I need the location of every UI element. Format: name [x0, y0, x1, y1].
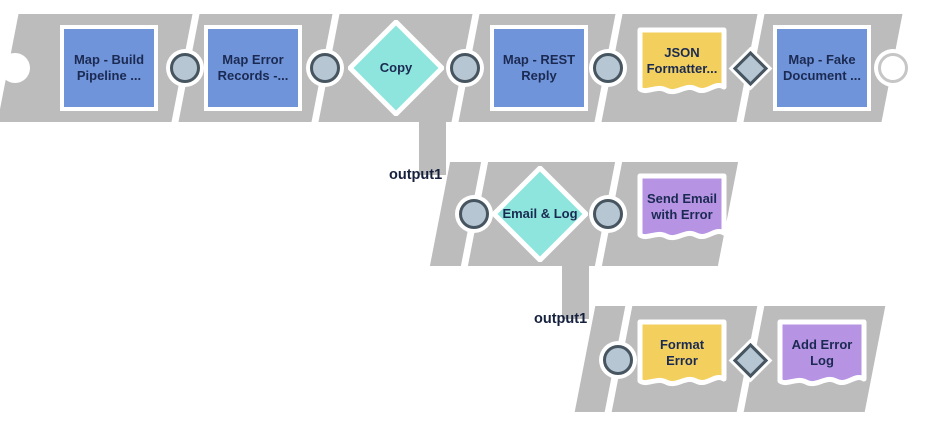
connector-port[interactable]: [170, 53, 200, 83]
snap-label: JSON Formatter...: [646, 44, 718, 76]
snap-map-rest-reply[interactable]: Map - REST Reply: [494, 29, 584, 107]
open-output-port[interactable]: [878, 53, 908, 83]
document-shape: [637, 319, 727, 387]
snap-map-error-records[interactable]: Map Error Records -...: [208, 29, 298, 107]
snap-label: Format Error: [659, 336, 705, 368]
document-shape: [637, 173, 727, 241]
connector-port[interactable]: [593, 199, 623, 229]
snap-label: Send Email with Error: [646, 190, 718, 222]
connector-port[interactable]: [310, 53, 340, 83]
connector-port[interactable]: [459, 199, 489, 229]
connector-port[interactable]: [603, 345, 633, 375]
input-notch: [0, 53, 30, 83]
snap-label: Map - Fake Document ...: [782, 51, 861, 83]
snap-json-formatter[interactable]: JSON Formatter...: [637, 27, 727, 109]
snap-add-error-log[interactable]: Add Error Log: [777, 319, 867, 401]
document-shape: [637, 27, 727, 95]
snap-label: Map - Build Pipeline ...: [73, 51, 145, 83]
branch-output-label: output1: [534, 311, 588, 327]
connector-port[interactable]: [450, 53, 480, 83]
snap-label: Map Error Records -...: [217, 51, 289, 83]
diamond-shape: [348, 20, 444, 116]
branch-output-label: output1: [389, 167, 443, 183]
snap-label: Copy: [379, 59, 413, 75]
snap-format-error[interactable]: Format Error: [637, 319, 727, 401]
snap-label: Add Error Log: [791, 336, 853, 368]
snap-map-fake-document[interactable]: Map - Fake Document ...: [777, 29, 867, 107]
document-shape: [777, 319, 867, 387]
snap-map-build-pipeline[interactable]: Map - Build Pipeline ...: [64, 29, 154, 107]
snap-label: Email & Log: [502, 205, 578, 221]
snap-copy[interactable]: Copy: [348, 20, 444, 116]
snap-send-email-with-error[interactable]: Send Email with Error: [637, 173, 727, 255]
snap-email-and-log[interactable]: Email & Log: [492, 166, 588, 262]
snap-label: Map - REST Reply: [502, 51, 576, 83]
diamond-shape: [492, 166, 588, 262]
connector-port[interactable]: [593, 53, 623, 83]
